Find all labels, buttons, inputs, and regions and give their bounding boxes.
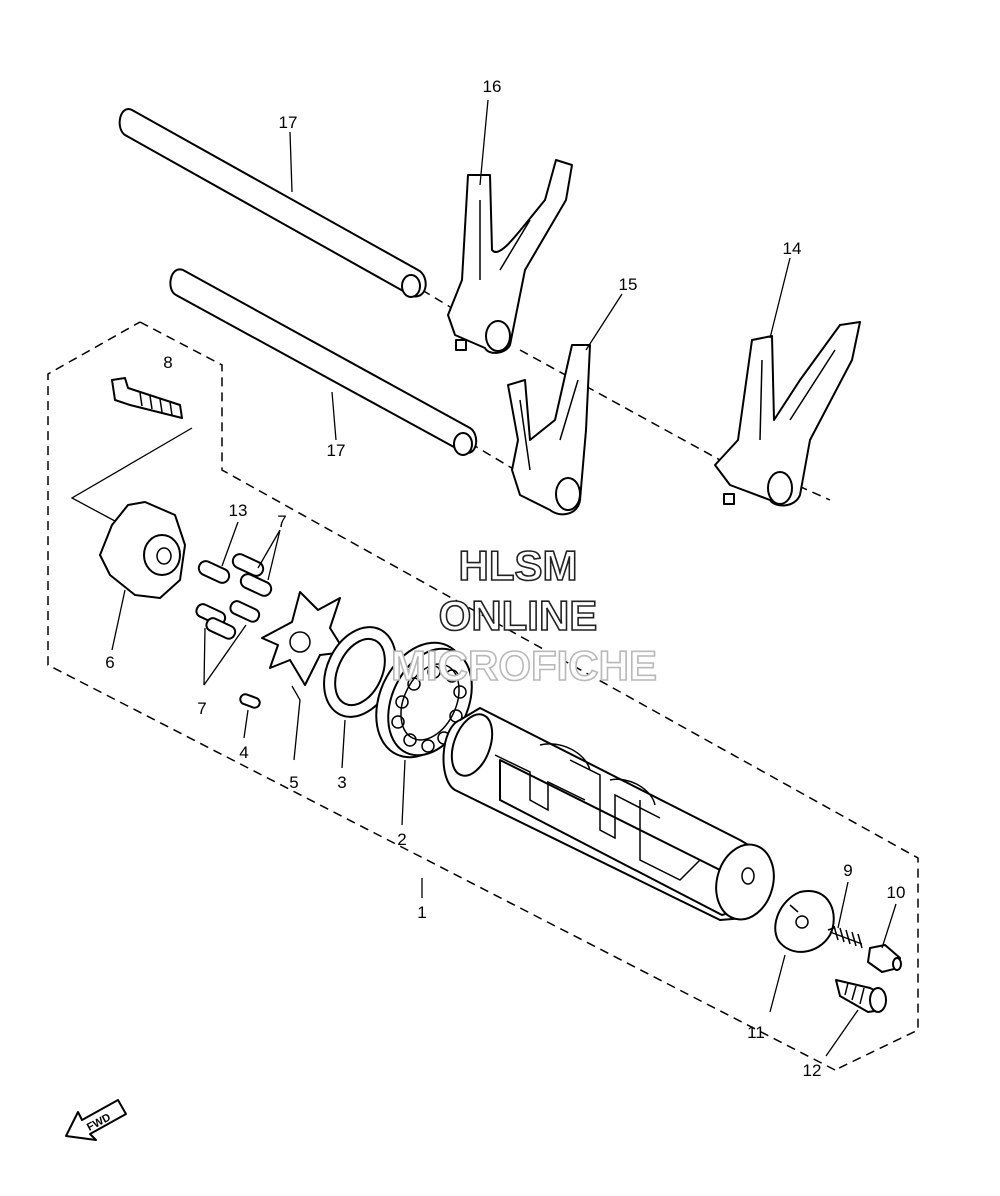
callout-15: 15: [619, 275, 638, 294]
pin-13-lead: [221, 521, 239, 567]
callout-10: 10: [887, 883, 906, 902]
fwd-arrow-icon: FWD: [65, 1099, 127, 1141]
screw-8-lead: [70, 427, 193, 529]
callout-14: 14: [783, 239, 802, 258]
screw-12: [835, 979, 887, 1013]
callout-16: 16: [483, 77, 502, 96]
callout-7-upper: 7: [277, 512, 286, 531]
fork-guide-bar-lower: [169, 268, 478, 456]
ring-3: [323, 626, 397, 718]
shift-fork-14: [714, 321, 861, 507]
segment-5-lead: [291, 685, 301, 761]
watermark: HLSM ONLINE MICROFICHE: [390, 541, 658, 690]
callout-6: 6: [105, 653, 114, 672]
stopper-6: [99, 501, 186, 599]
bearing-2-lead: [401, 759, 406, 826]
spring-9: [827, 925, 863, 949]
bar-17-upper-lead: [289, 131, 293, 193]
callout-1: 1: [417, 903, 426, 922]
callout-4: 4: [239, 743, 248, 762]
fork-guide-bar-upper: [118, 108, 427, 298]
callout-2: 2: [397, 830, 406, 849]
watermark-line-1: HLSM: [459, 542, 578, 589]
callout-13: 13: [229, 501, 248, 520]
plunger-10-lead: [881, 903, 897, 949]
ring-3-lead: [341, 719, 346, 769]
pin-4-lead: [243, 709, 249, 739]
callout-5: 5: [289, 773, 298, 792]
plate-11-lead: [769, 954, 786, 1013]
shift-fork-15: [507, 344, 591, 516]
callout-7-lower: 7: [197, 699, 206, 718]
fork-15-lead: [585, 293, 623, 351]
stopper-6-lead: [111, 589, 126, 651]
plate-11: [774, 889, 835, 953]
pins-7-13: [195, 553, 273, 640]
screw-8: [111, 377, 183, 419]
callout-17-upper: 17: [279, 113, 298, 132]
callout-17-lower: 17: [327, 441, 346, 460]
plunger-10: [867, 944, 902, 973]
screw-12-lead: [825, 1009, 859, 1057]
callout-8: 8: [163, 353, 172, 372]
pins-7-lead-upper: [257, 529, 281, 581]
spring-9-lead: [837, 881, 849, 929]
shift-fork-16: [447, 159, 573, 354]
bearing-2: [375, 641, 473, 759]
watermark-line-3: MICROFICHE: [391, 642, 657, 689]
callout-3: 3: [337, 773, 346, 792]
fork-16-lead: [479, 99, 489, 186]
callout-12: 12: [803, 1061, 822, 1080]
bar-17-lower-lead: [331, 391, 337, 441]
watermark-line-2: ONLINE: [439, 592, 598, 639]
fwd-label: FWD: [85, 1111, 113, 1133]
pin-4: [239, 693, 261, 709]
pins-7-lead-lower: [203, 624, 247, 686]
assembly-boundary: [47, 321, 919, 1071]
callout-9: 9: [843, 861, 852, 880]
shift-cam-1: [442, 707, 775, 921]
fork-14-lead: [769, 257, 791, 339]
callout-11: 11: [747, 1023, 765, 1042]
bar-axis-line: [469, 442, 516, 471]
